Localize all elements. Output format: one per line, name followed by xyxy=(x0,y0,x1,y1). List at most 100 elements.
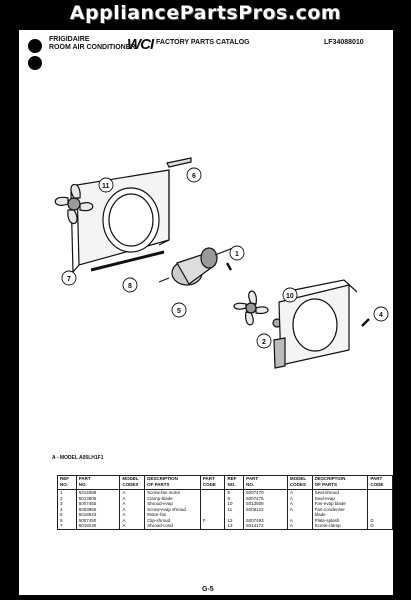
table-cell: A xyxy=(119,517,145,523)
catalog-page: FRIGIDAIRE ROOM AIR CONDITIONER WCI FACT… xyxy=(19,30,393,595)
fan-motor-screw xyxy=(225,262,233,271)
table-cell: Plate-splash xyxy=(311,517,368,523)
table-cell: 7 xyxy=(57,523,77,529)
table-cell: A xyxy=(119,523,145,529)
table-cell: 13 xyxy=(224,523,244,529)
brand-name: FRIGIDAIRE xyxy=(49,36,90,43)
wci-logo: WCI xyxy=(127,36,154,53)
table-cell: 5 xyxy=(57,512,77,518)
evap-shroud-screw xyxy=(361,318,370,327)
table-cell: 5003965 xyxy=(75,506,120,512)
table-cell: 5007450 xyxy=(75,517,120,523)
table-cell: 5013505 xyxy=(75,495,120,501)
callout-label: 11 xyxy=(102,183,110,190)
table-cell: 1 xyxy=(57,489,77,496)
exploded-parts-diagram: 1 2 3 4 5 6 7 8 9 10 11 xyxy=(54,157,389,369)
table-cell: blade xyxy=(311,512,368,518)
table-cell: 5018843 xyxy=(75,512,120,518)
table-cell: Screw-fan motor xyxy=(144,489,201,496)
table-cell: 5018230 xyxy=(75,523,120,529)
table-cell xyxy=(199,506,225,512)
table-cell: Shroud-cond xyxy=(144,523,201,529)
table-cell xyxy=(367,506,393,512)
fan-motor xyxy=(158,247,234,286)
product-line: ROOM AIR CONDITIONER xyxy=(49,44,136,51)
table-cell: 5214088 xyxy=(75,489,120,496)
page-number: G-5 xyxy=(202,586,214,593)
callout-2 xyxy=(256,333,272,349)
table-cell: Fan-evap blade xyxy=(311,501,368,507)
table-cell: A xyxy=(286,517,313,523)
callout-7 xyxy=(61,270,77,286)
table-cell: A xyxy=(119,506,145,512)
table-cell: Motor-fan xyxy=(144,512,201,518)
table-cell: 5014172 xyxy=(243,523,288,529)
callout-label: 7 xyxy=(67,276,71,283)
catalog-title: FACTORY PARTS CATALOG xyxy=(156,39,250,46)
table-cell: Clip-shroud xyxy=(144,517,201,523)
shroud-seal xyxy=(90,250,165,272)
callout-4 xyxy=(373,306,389,322)
table-cell xyxy=(367,495,393,501)
shroud-clip xyxy=(166,157,192,168)
table-cell: 5007493 xyxy=(243,517,288,523)
table-cell: 11 xyxy=(224,506,244,512)
brand-header: FRIGIDAIRE ROOM AIR CONDITIONER xyxy=(49,36,135,52)
callout-label: 8 xyxy=(128,283,132,290)
evaporator-fan-blade xyxy=(233,290,269,326)
table-cell: 8 xyxy=(224,489,244,496)
table-cell: A xyxy=(119,501,145,507)
table-cell: D xyxy=(367,523,393,529)
table-cell xyxy=(224,512,244,518)
callout-10 xyxy=(282,287,298,303)
callout-label: 4 xyxy=(379,312,383,319)
callout-8 xyxy=(122,277,138,293)
table-cell: 5007470 xyxy=(243,489,288,496)
table-cell: 5007465 xyxy=(75,501,120,507)
catalog-number: LF34088010 xyxy=(324,39,364,46)
callout-label: 5 xyxy=(177,308,181,315)
table-cell: A xyxy=(286,495,313,501)
callout-11 xyxy=(98,177,114,193)
table-cell xyxy=(286,512,313,518)
table-cell xyxy=(367,512,393,518)
table-cell: A xyxy=(286,501,313,507)
table-cell xyxy=(199,501,225,507)
table-cell xyxy=(243,512,288,518)
table-cell: A xyxy=(119,495,145,501)
table-cell: A xyxy=(286,489,313,496)
table-cell: A xyxy=(119,512,145,518)
table-cell: Shroud-evap xyxy=(144,501,201,507)
callout-1 xyxy=(229,245,245,261)
table-cell xyxy=(367,489,393,496)
table-cell: 9 xyxy=(224,495,244,501)
table-cell: 6 xyxy=(57,517,77,523)
table-cell xyxy=(199,512,225,518)
callout-label: 1 xyxy=(235,251,239,258)
table-cell: Seal-evap xyxy=(311,495,368,501)
callout-label: 2 xyxy=(262,339,266,346)
table-cell: D xyxy=(367,517,393,523)
table-cell: Fan-condenser xyxy=(311,506,368,512)
model-line: A - MODEL A05LH1F1 xyxy=(52,455,104,461)
table-cell: Screw-evap shroud xyxy=(144,506,201,512)
table-cell xyxy=(367,501,393,507)
table-cell: Screw-clamp xyxy=(311,523,368,529)
callout-5 xyxy=(171,302,187,318)
table-cell xyxy=(199,523,225,529)
evaporator-seal xyxy=(273,337,286,369)
binder-hole xyxy=(28,39,42,53)
